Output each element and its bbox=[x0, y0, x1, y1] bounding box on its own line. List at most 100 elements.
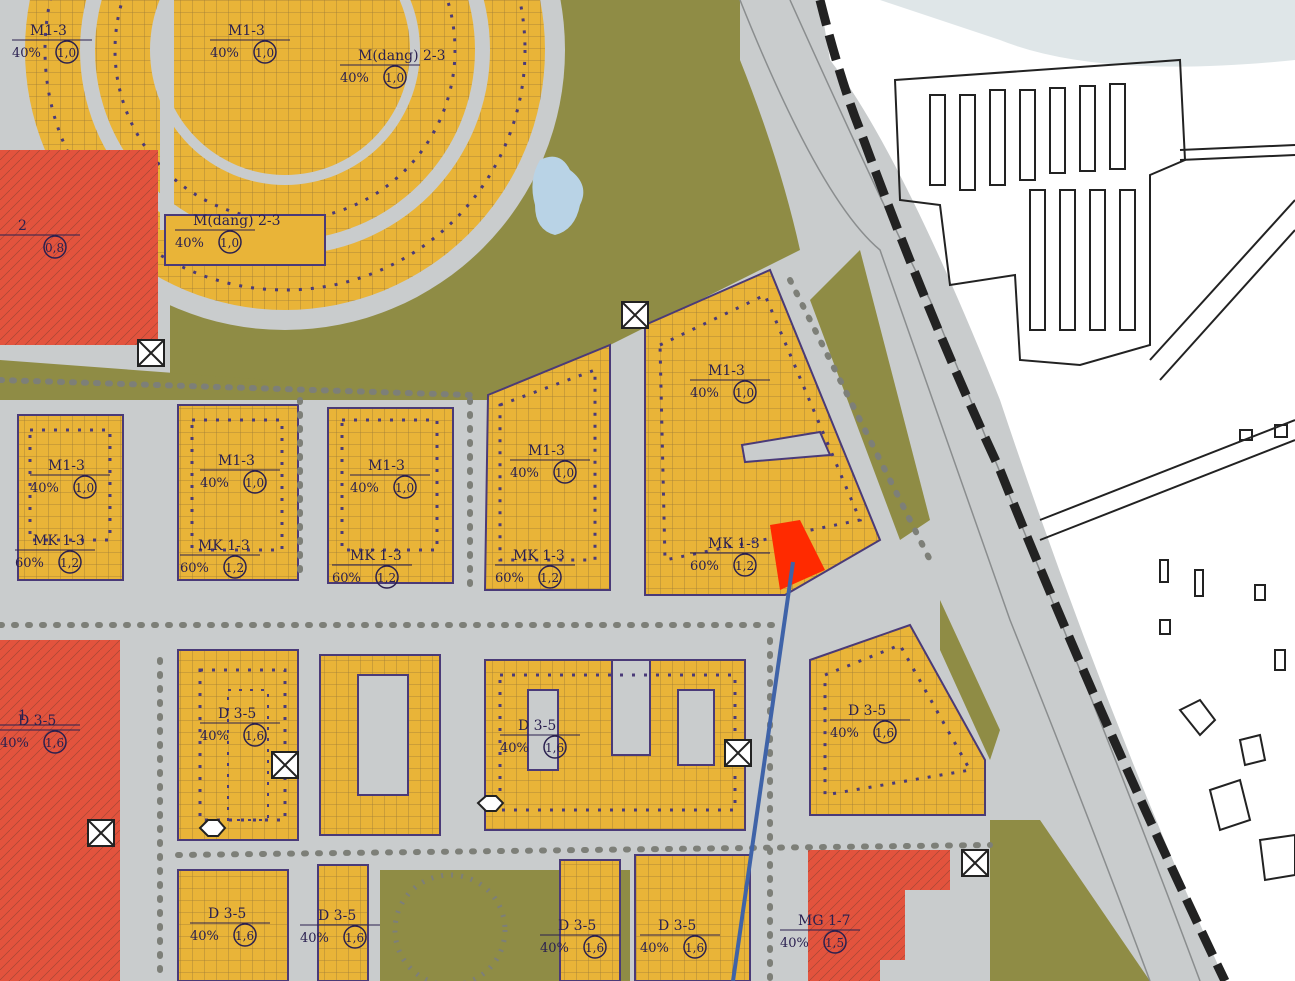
far-circle bbox=[43, 730, 67, 754]
transformer-marker-1 bbox=[137, 339, 165, 367]
far-circle bbox=[383, 65, 407, 89]
coverage-ratio: 40% bbox=[500, 741, 529, 756]
far-circle bbox=[243, 723, 267, 747]
mixed-use-blocks bbox=[0, 150, 950, 981]
coverage-ratio: 60% bbox=[180, 561, 209, 576]
floor-area-ratio: 1,0 bbox=[57, 46, 76, 60]
pond bbox=[532, 156, 584, 235]
floor-area-ratio: 1,0 bbox=[75, 481, 94, 495]
coverage-ratio: 40% bbox=[30, 481, 59, 496]
floor-area-ratio: 1,0 bbox=[395, 481, 414, 495]
zone-code: 1 bbox=[18, 708, 27, 724]
far-circle bbox=[683, 935, 707, 959]
zone-code: 2 bbox=[18, 218, 27, 234]
far-circle bbox=[253, 40, 277, 64]
highlighted-parcel bbox=[770, 520, 825, 590]
far-circle bbox=[73, 475, 97, 499]
coverage-ratio: 40% bbox=[0, 736, 29, 751]
zone-label: D 3-540%1,6 bbox=[830, 703, 910, 744]
floor-area-ratio: 1,0 bbox=[555, 466, 574, 480]
zone-code: MK 1-3 bbox=[33, 533, 85, 549]
zone-code: D 3-5 bbox=[318, 908, 356, 924]
far-circle bbox=[223, 555, 247, 579]
zone-code: D 3-5 bbox=[558, 918, 596, 934]
transformer-marker-6 bbox=[961, 849, 989, 877]
zone-code: M1-3 bbox=[708, 363, 745, 379]
zone-code: M1-3 bbox=[368, 458, 405, 474]
zone-label: M1-340%1,0 bbox=[510, 443, 590, 484]
floor-area-ratio: 1,5 bbox=[825, 936, 844, 950]
coverage-ratio: 40% bbox=[12, 46, 41, 61]
plot-boundaries bbox=[28, 292, 973, 822]
railway-line bbox=[815, 0, 1230, 981]
zone-code: D 3-5 bbox=[848, 703, 886, 719]
zone-label: M1-340%1,0 bbox=[210, 23, 290, 64]
floor-area-ratio: 1,6 bbox=[235, 929, 254, 943]
zone-label: D 3-5 40% 1,6 bbox=[540, 918, 620, 959]
coverage-ratio: 60% bbox=[495, 571, 524, 586]
zone-code: D 3-5 bbox=[658, 918, 696, 934]
coverage-ratio: 40% bbox=[540, 941, 569, 956]
far-circle bbox=[343, 925, 367, 949]
zone-code: M1-3 bbox=[218, 453, 255, 469]
coverage-ratio: 40% bbox=[510, 466, 539, 481]
floor-area-ratio: 1,6 bbox=[685, 941, 704, 955]
floor-area-ratio: 1,0 bbox=[245, 476, 264, 490]
transformer-marker-2 bbox=[621, 301, 649, 329]
facility-markers bbox=[87, 301, 989, 877]
zone-code: MG 1-7 bbox=[798, 913, 851, 929]
far-circle bbox=[393, 475, 417, 499]
zone-label: MK 1-360%1,2 bbox=[180, 538, 260, 579]
floor-area-ratio: 1,2 bbox=[60, 556, 79, 570]
residential-grid-overlay bbox=[18, 270, 985, 981]
coverage-ratio: 40% bbox=[830, 726, 859, 741]
far-circle bbox=[543, 735, 567, 759]
far-circle bbox=[553, 460, 577, 484]
coverage-ratio: 60% bbox=[15, 556, 44, 571]
far-circle bbox=[733, 553, 757, 577]
zone-label: MK 1-3 60% 1,2 bbox=[15, 533, 95, 574]
zone-code: MK 1-3 bbox=[350, 548, 402, 564]
external-area-sky bbox=[880, 0, 1295, 67]
coverage-ratio: 40% bbox=[300, 931, 329, 946]
floor-area-ratio: 1,2 bbox=[735, 559, 754, 573]
floor-area-ratio: 1,6 bbox=[345, 931, 364, 945]
zone-label: M1-3 40% 1,0 bbox=[12, 23, 92, 64]
far-circle bbox=[218, 230, 242, 254]
floor-area-ratio: 0,8 bbox=[45, 241, 64, 255]
zone-label: M1-3 40% 1,0 bbox=[200, 453, 280, 494]
zone-label: D 3-540%1,6 bbox=[500, 718, 580, 759]
zone-code: D 3-5 bbox=[518, 718, 556, 734]
zone-label: M(dang) 2-340%1,0 bbox=[175, 213, 281, 254]
zone-code: D 3-5 bbox=[208, 906, 246, 922]
zone-label: M1-3 40% 1,0 bbox=[350, 458, 430, 499]
floor-area-ratio: 1,0 bbox=[255, 46, 274, 60]
transformer-marker-3 bbox=[271, 751, 299, 779]
far-circle bbox=[538, 565, 562, 589]
zone-code: M1-3 bbox=[48, 458, 85, 474]
zone-label: M1-340%1,0 bbox=[690, 363, 770, 404]
coverage-ratio: 40% bbox=[350, 481, 379, 496]
floor-area-ratio: 1,6 bbox=[585, 941, 604, 955]
far-circle bbox=[233, 923, 257, 947]
floor-area-ratio: 1,6 bbox=[45, 736, 64, 750]
far-circle bbox=[55, 40, 79, 64]
external-building-outlines bbox=[893, 58, 1295, 882]
zone-code: M1-3 bbox=[228, 23, 265, 39]
zone-label: MK 1-3 60% 1,2 bbox=[332, 548, 412, 589]
floor-area-ratio: 1,2 bbox=[377, 571, 396, 585]
far-circle bbox=[583, 935, 607, 959]
zone-label: D 3-5 40% 1,6 bbox=[300, 908, 380, 949]
coverage-ratio: 60% bbox=[332, 571, 361, 586]
zone-code: M1-3 bbox=[30, 23, 67, 39]
coverage-ratio: 40% bbox=[200, 476, 229, 491]
zone-code: MK 1-3 bbox=[708, 536, 760, 552]
far-circle bbox=[873, 720, 897, 744]
zone-label: MK 1-360%1,2 bbox=[495, 548, 575, 589]
floor-area-ratio: 1,0 bbox=[385, 71, 404, 85]
transformer-marker-4 bbox=[724, 739, 752, 767]
zone-code: MK 1-3 bbox=[513, 548, 565, 564]
